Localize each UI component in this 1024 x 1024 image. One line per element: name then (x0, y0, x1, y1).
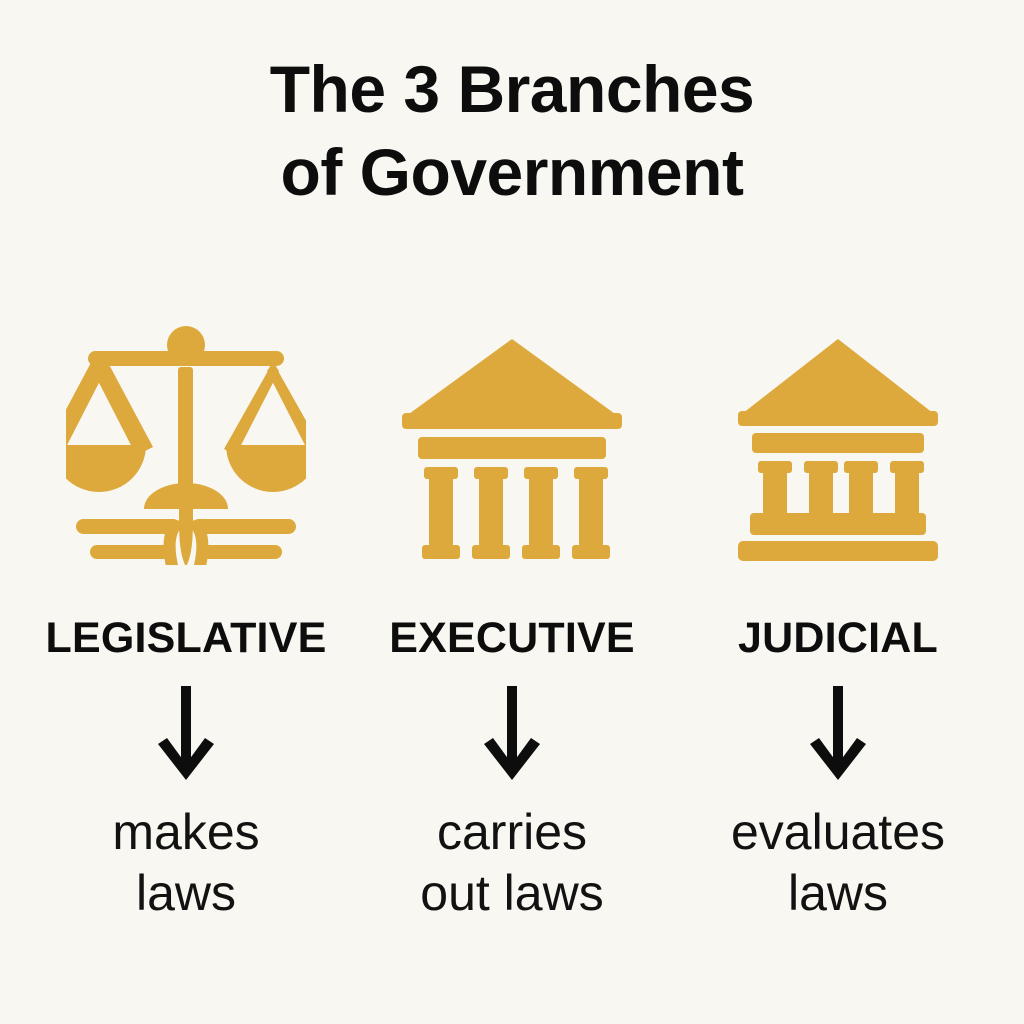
title-line-2: of Government (280, 135, 744, 210)
branches-row: LEGISLATIVE makes laws (0, 315, 1024, 955)
branch-label-judicial: JUDICIAL (738, 614, 938, 662)
down-arrow-icon-executive (481, 686, 543, 782)
down-arrow-icon-legislative (155, 686, 217, 782)
page-title: The 3 Branches of Government (0, 48, 1024, 214)
down-arrow-icon-judicial (807, 686, 869, 782)
branch-column-executive: EXECUTIVE carries out laws (359, 315, 665, 924)
branch-column-judicial: JUDICIAL evaluates laws (688, 315, 988, 924)
branch-column-legislative: LEGISLATIVE makes laws (36, 315, 336, 924)
branch-caption-legislative: makes laws (112, 804, 260, 921)
branch-caption-judicial: evaluates laws (730, 804, 946, 921)
courthouse-building-icon (713, 315, 963, 565)
title-line-1: The 3 Branches (269, 52, 755, 126)
classical-building-icon (387, 315, 637, 565)
branch-label-executive: EXECUTIVE (389, 614, 635, 662)
branch-label-legislative: LEGISLATIVE (45, 614, 327, 662)
scales-of-justice-book-icon (61, 315, 311, 565)
branch-caption-executive: carries out laws (420, 804, 604, 921)
